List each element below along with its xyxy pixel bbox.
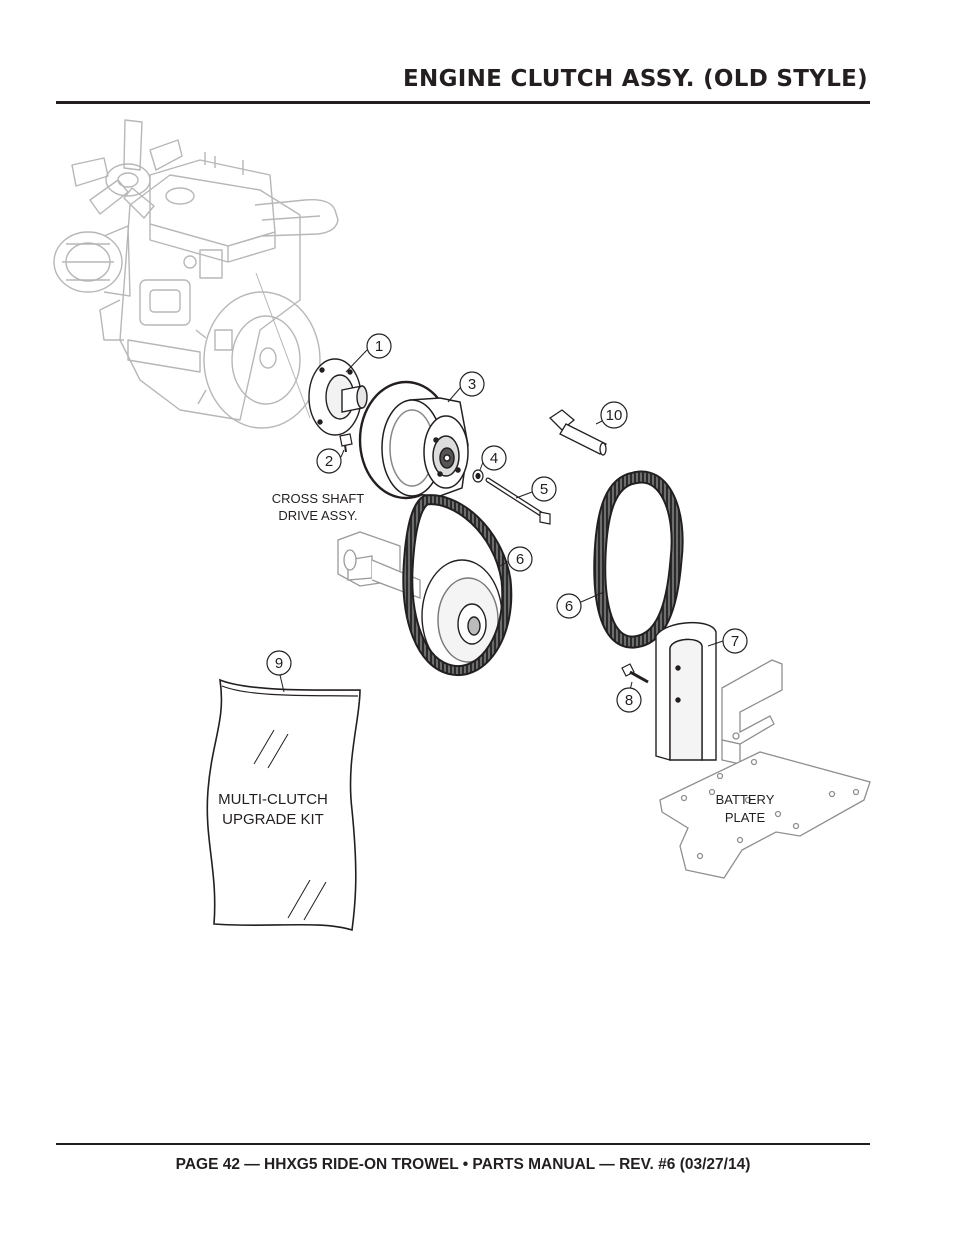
callout-9-number: 9 (275, 655, 283, 672)
battery-plate-label-line2: PLATE (725, 810, 766, 825)
part-3-clutch (358, 380, 469, 500)
callout-4: 4 (481, 445, 507, 471)
callout-1-number: 1 (375, 338, 383, 355)
callout-3-number: 3 (468, 376, 476, 393)
title-rule (56, 101, 870, 104)
callout-8: 8 (616, 687, 642, 713)
callout-4-number: 4 (490, 450, 498, 467)
part-6-belt (593, 470, 684, 649)
belt-lower (402, 494, 513, 677)
lower-sheave (421, 559, 503, 673)
callout-10: 10 (600, 401, 628, 429)
callout-5-number: 5 (540, 481, 548, 498)
callout-2: 2 (316, 448, 342, 474)
kit-label-line1: MULTI-CLUTCH (218, 791, 328, 808)
callout-2-number: 2 (325, 453, 333, 470)
callout-10-number: 10 (606, 407, 623, 424)
callout-6-number: 6 (516, 551, 524, 568)
part-7-belt-guard (655, 621, 717, 761)
engine-fan (71, 119, 183, 219)
callout-8-number: 8 (625, 692, 633, 709)
cross-shaft-label-line1: CROSS SHAFT (272, 491, 365, 506)
cross-shaft-label-line2: DRIVE ASSY. (278, 508, 357, 523)
page-title: ENGINE CLUTCH ASSY. (OLD STYLE) (403, 66, 868, 92)
battery-plate-illustration (659, 659, 871, 879)
part-9-upgrade-kit-bag (206, 678, 361, 932)
callout-6-belt: 6 (556, 593, 582, 619)
engine-illustration (53, 119, 339, 429)
part-1-adapter-plate (308, 358, 368, 436)
callout-5: 5 (531, 476, 557, 502)
kit-label-line2: UPGRADE KIT (222, 811, 324, 828)
part-2-bolt (339, 433, 353, 453)
engine-alternator (53, 225, 131, 297)
callout-7: 7 (722, 628, 748, 654)
part-4-washer (472, 469, 484, 483)
callout-1: 1 (366, 333, 392, 359)
callout-7-number: 7 (731, 633, 739, 650)
callout-9: 9 (266, 650, 292, 676)
battery-plate-label-line1: BATTERY (716, 792, 775, 807)
page-footer: PAGE 42 — HHXG5 RIDE-ON TROWEL • PARTS M… (175, 1156, 751, 1173)
callout-6-number-b: 6 (565, 598, 573, 615)
part-10-shaft (548, 409, 607, 456)
footer-rule (56, 1143, 870, 1145)
callout-6-lower-belt: 6 (507, 546, 533, 572)
callout-3: 3 (459, 371, 485, 397)
part-8-screw (621, 663, 649, 684)
